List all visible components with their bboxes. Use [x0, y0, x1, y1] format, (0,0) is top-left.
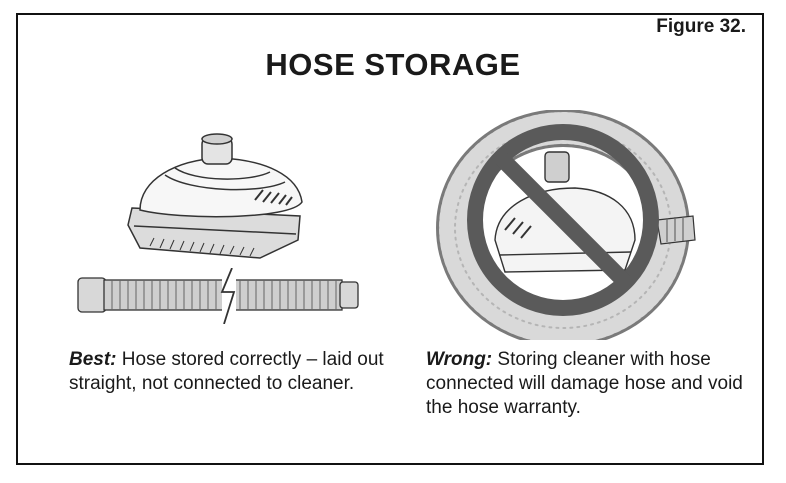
cleaner-illustration-right — [436, 110, 696, 340]
break-symbol-icon — [220, 268, 236, 324]
figure-label: Figure 32. — [656, 16, 746, 37]
best-label: Best: — [69, 349, 117, 370]
figure-title: HOSE STORAGE — [265, 47, 521, 82]
hose-straight — [77, 268, 359, 324]
best-caption: Best: Hose stored correctly – laid out s… — [69, 348, 389, 396]
prohibition-icon — [467, 124, 659, 316]
cleaner-illustration-left — [127, 133, 303, 259]
best-text: Hose stored correctly – laid out straigh… — [69, 349, 384, 394]
wrong-text: Storing cleaner with hose connected will… — [426, 349, 743, 418]
wrong-label: Wrong: — [426, 349, 493, 370]
figure-frame — [16, 13, 764, 465]
wrong-caption: Wrong: Storing cleaner with hose connect… — [426, 348, 746, 420]
